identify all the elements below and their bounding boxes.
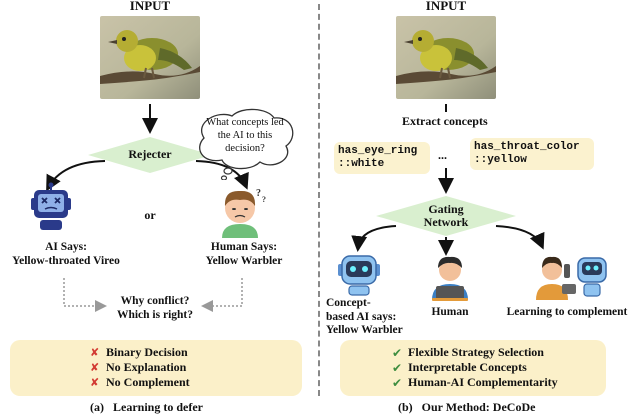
conflict-line-1: Why conflict? (120, 295, 190, 307)
human-says-value: Yellow Warbler (205, 255, 283, 267)
right-caption-text: Our Method: DeCoDe (421, 400, 536, 414)
confused-human-icon: ? ? (212, 186, 268, 238)
issue-label: No Complement (106, 375, 190, 389)
left-issues-box: ✘ Binary Decision ✘ No Explanation ✘ No Com… (10, 340, 302, 396)
robot-icon (336, 252, 382, 296)
option-complement-text: Learning to complement (506, 306, 628, 318)
right-connectors (351, 104, 545, 256)
thought-bubble-text: What concepts led the AI to this decisio… (197, 116, 293, 155)
benefit-row: ✔ Human-AI Complementarity (392, 375, 558, 390)
human-says-label: Human Says: (210, 241, 278, 253)
right-caption-tag: (b) (398, 400, 413, 414)
right-caption: (b) Our Method: DeCoDe (398, 400, 598, 415)
conflict-question: Why conflict? Which is right? (100, 294, 210, 322)
gating-network-label: Gating Network (406, 203, 486, 229)
bird-photo (396, 16, 496, 99)
concept-1-name: has_eye_ring (338, 145, 418, 157)
cross-icon: ✘ (90, 361, 100, 374)
check-icon: ✔ (392, 345, 403, 360)
human-robot-team-icon (534, 250, 608, 300)
check-icon: ✔ (392, 360, 403, 375)
thought-line-1: What concepts led (206, 117, 284, 128)
left-caption-tag: (a) (90, 400, 104, 414)
bird-photo (100, 16, 200, 99)
benefit-row: ✔ Interpretable Concepts (392, 360, 558, 375)
issue-label: No Explanation (106, 360, 187, 374)
option-ai-text: Concept- based AI says: Yellow Warbler (326, 297, 436, 338)
ai-says-label: AI Says: (45, 241, 87, 253)
option-ai-line-1: Concept- (326, 297, 371, 309)
option-ai-line-2: based AI says: (326, 310, 397, 323)
panel-divider (318, 4, 320, 396)
thought-line-3: decision? (225, 143, 265, 154)
concept-1-value: ::white (338, 158, 385, 170)
ai-says-value: Yellow-throated Vireo (12, 255, 120, 267)
benefit-row: ✔ Flexible Strategy Selection (392, 345, 558, 360)
issue-row: ✘ No Complement (90, 375, 190, 390)
left-caption-text: Learning to defer (113, 400, 203, 414)
benefit-label: Interpretable Concepts (408, 360, 527, 374)
check-icon: ✔ (392, 375, 403, 390)
or-label: or (144, 208, 156, 222)
extract-concepts-label: Extract concepts (402, 114, 488, 128)
left-input-title: INPUT (129, 0, 171, 13)
concept-2-name: has_throat_color (474, 141, 580, 153)
issue-row: ✘ No Explanation (90, 360, 190, 375)
svg-text:?: ? (262, 195, 266, 204)
human-says-text: Human Says: Yellow Warbler (184, 240, 304, 268)
ai-says-text: AI Says: Yellow-throated Vireo (6, 240, 126, 268)
thought-bubble-icon (190, 108, 300, 181)
svg-text:?: ? (256, 188, 261, 199)
right-input-title: INPUT (425, 0, 467, 13)
cross-icon: ✘ (90, 346, 100, 359)
robot-icon (28, 182, 74, 232)
gating-line-1: Gating (428, 202, 464, 216)
thought-line-2: the AI to this (217, 130, 273, 141)
left-caption: (a) Learning to defer (90, 400, 250, 415)
benefit-label: Flexible Strategy Selection (408, 345, 544, 359)
option-ai-line-3: Yellow Warbler (326, 324, 403, 336)
cross-icon: ✘ (90, 376, 100, 389)
right-benefits-box: ✔ Flexible Strategy Selection ✔ Interpreta… (340, 340, 606, 396)
human-laptop-icon (424, 254, 476, 302)
conflict-line-2: Which is right? (116, 309, 194, 321)
concept-chip-eye-ring: has_eye_ring ::white (334, 142, 430, 174)
concept-2-value: ::yellow (474, 154, 527, 166)
gating-line-2: Network (423, 215, 469, 229)
rejecter-label: Rejecter (128, 147, 172, 161)
issue-label: Binary Decision (106, 345, 188, 359)
gating-diamond (376, 196, 516, 236)
benefit-label: Human-AI Complementarity (408, 375, 558, 389)
concept-chip-throat-color: has_throat_color ::yellow (470, 138, 594, 170)
rejecter-diamond (88, 137, 212, 173)
option-human-text: Human (431, 306, 469, 318)
concept-ellipsis: ... (438, 148, 447, 162)
issue-row: ✘ Binary Decision (90, 345, 190, 360)
